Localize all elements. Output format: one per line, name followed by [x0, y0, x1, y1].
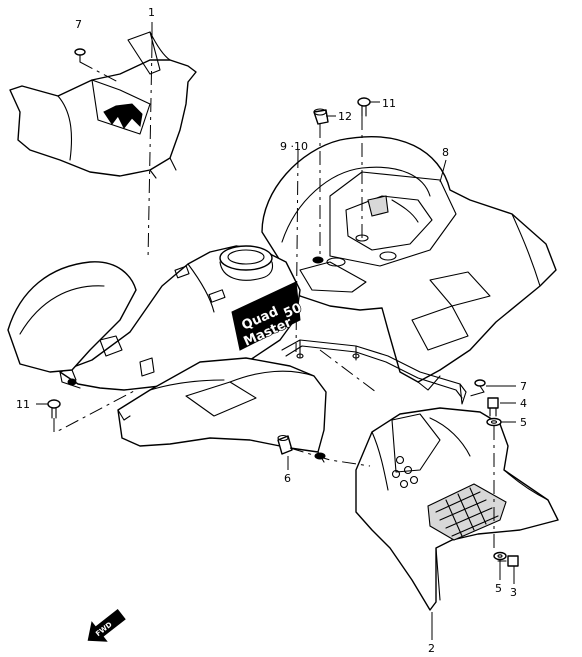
- callout-1: 1: [148, 6, 155, 19]
- callout-labels: 1 7 12 11 9 ·10 8 7 4 5 11 6 5 3 2: [16, 6, 527, 655]
- callout-8: 8: [442, 146, 449, 159]
- front-cover-part-1: [9, 31, 197, 179]
- rear-fender-part-8: [261, 136, 557, 391]
- bolt-part-4: [487, 397, 499, 417]
- washer-part-5-lower: [493, 551, 507, 561]
- callout-6: 6: [284, 472, 291, 485]
- screw-part-7-top: [74, 48, 86, 63]
- callout-12: 12: [338, 110, 352, 123]
- footrest-part-2: [355, 407, 559, 611]
- front-fender-left: [7, 261, 137, 381]
- bolt-part-3: [497, 555, 519, 567]
- assembly-lines: [53, 43, 495, 552]
- grommet-part-12: [313, 108, 329, 125]
- callout-4: 4: [520, 397, 527, 410]
- callout-11-top: 11: [382, 97, 396, 110]
- washer-part-5-upper: [486, 417, 502, 427]
- callout-2: 2: [428, 642, 435, 655]
- bolt-part-11-top: [357, 97, 371, 117]
- callout-5-upper: 5: [520, 416, 527, 429]
- rear-fender-lower: [117, 357, 327, 463]
- leader-lines: [36, 22, 516, 640]
- screw-part-7-right: [474, 379, 486, 393]
- carrier-rod: [281, 339, 467, 405]
- callout-7-right: 7: [520, 380, 527, 393]
- callout-9-10: 9 ·10: [280, 140, 308, 153]
- callout-3: 3: [510, 586, 517, 599]
- callout-7-top: 7: [75, 18, 82, 31]
- nut-part-6: [277, 434, 293, 455]
- forward-direction-arrow: FWD: [87, 609, 126, 642]
- callout-11-left: 11: [16, 398, 30, 411]
- bolt-part-11-left: [47, 399, 61, 419]
- center-body-cover: Quad Master 50: [59, 245, 305, 391]
- callout-5-lower: 5: [495, 582, 502, 595]
